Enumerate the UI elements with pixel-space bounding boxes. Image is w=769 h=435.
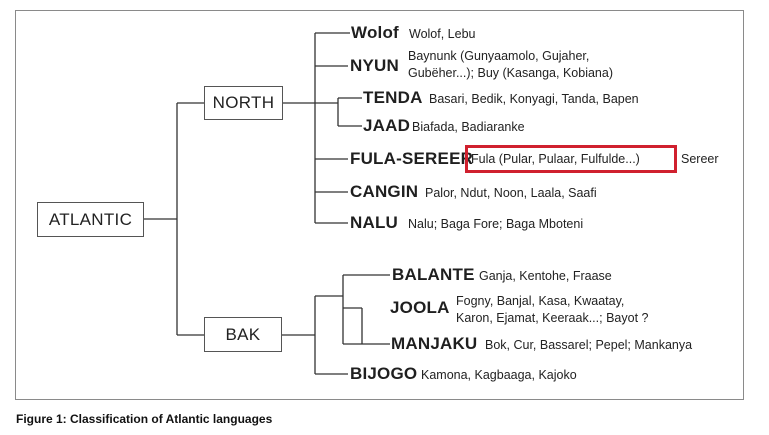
members-fula: Fula (Pular, Pulaar, Fulfulde...) [471,152,640,166]
members-balante: Ganja, Kentohe, Fraase [479,269,612,283]
group-jaad: JAAD [363,116,411,135]
group-nalu: NALU [350,213,399,232]
group-wolof: Wolof [351,23,399,42]
members-nyun-line-2: Gubëher...); Buy (Kasanga, Kobiana) [408,66,613,80]
members-wolof: Wolof, Lebu [409,27,476,41]
members-tenda: Basari, Bedik, Konyagi, Tanda, Bapen [429,92,639,106]
members-cangin: Palor, Ndut, Noon, Laala, Saafi [425,186,597,200]
diagram-frame [15,10,744,400]
members-sereer: Sereer [681,152,719,166]
branch-node-north: NORTH [204,86,283,120]
members-nyun-line-1: Baynunk (Gunyaamolo, Gujaher, [408,49,590,63]
group-nyun: NYUN [350,56,399,75]
members-joola-line-2: Karon, Ejamat, Keeraak...; Bayot ? [456,311,649,325]
group-bijogo: BIJOGO [350,364,418,383]
root-node-atlantic: ATLANTIC [37,202,144,237]
members-joola-line-1: Fogny, Banjal, Kasa, Kwaatay, [456,294,625,308]
members-bijogo: Kamona, Kagbaaga, Kajoko [421,368,577,382]
members-nalu: Nalu; Baga Fore; Baga Mboteni [408,217,584,231]
members-jaad: Biafada, Badiaranke [412,120,525,134]
group-joola: JOOLA [390,298,450,317]
group-tenda: TENDA [363,88,423,107]
figure-caption: Figure 1: Classification of Atlantic lan… [16,412,273,426]
branch-node-bak: BAK [204,317,282,352]
group-manjaku: MANJAKU [391,334,478,353]
members-manjaku: Bok, Cur, Bassarel; Pepel; Mankanya [485,338,693,352]
group-balante: BALANTE [392,265,475,284]
group-fula-sereer: FULA-SEREER [350,149,474,168]
group-cangin: CANGIN [350,182,419,201]
highlight-box-fula [465,145,677,173]
